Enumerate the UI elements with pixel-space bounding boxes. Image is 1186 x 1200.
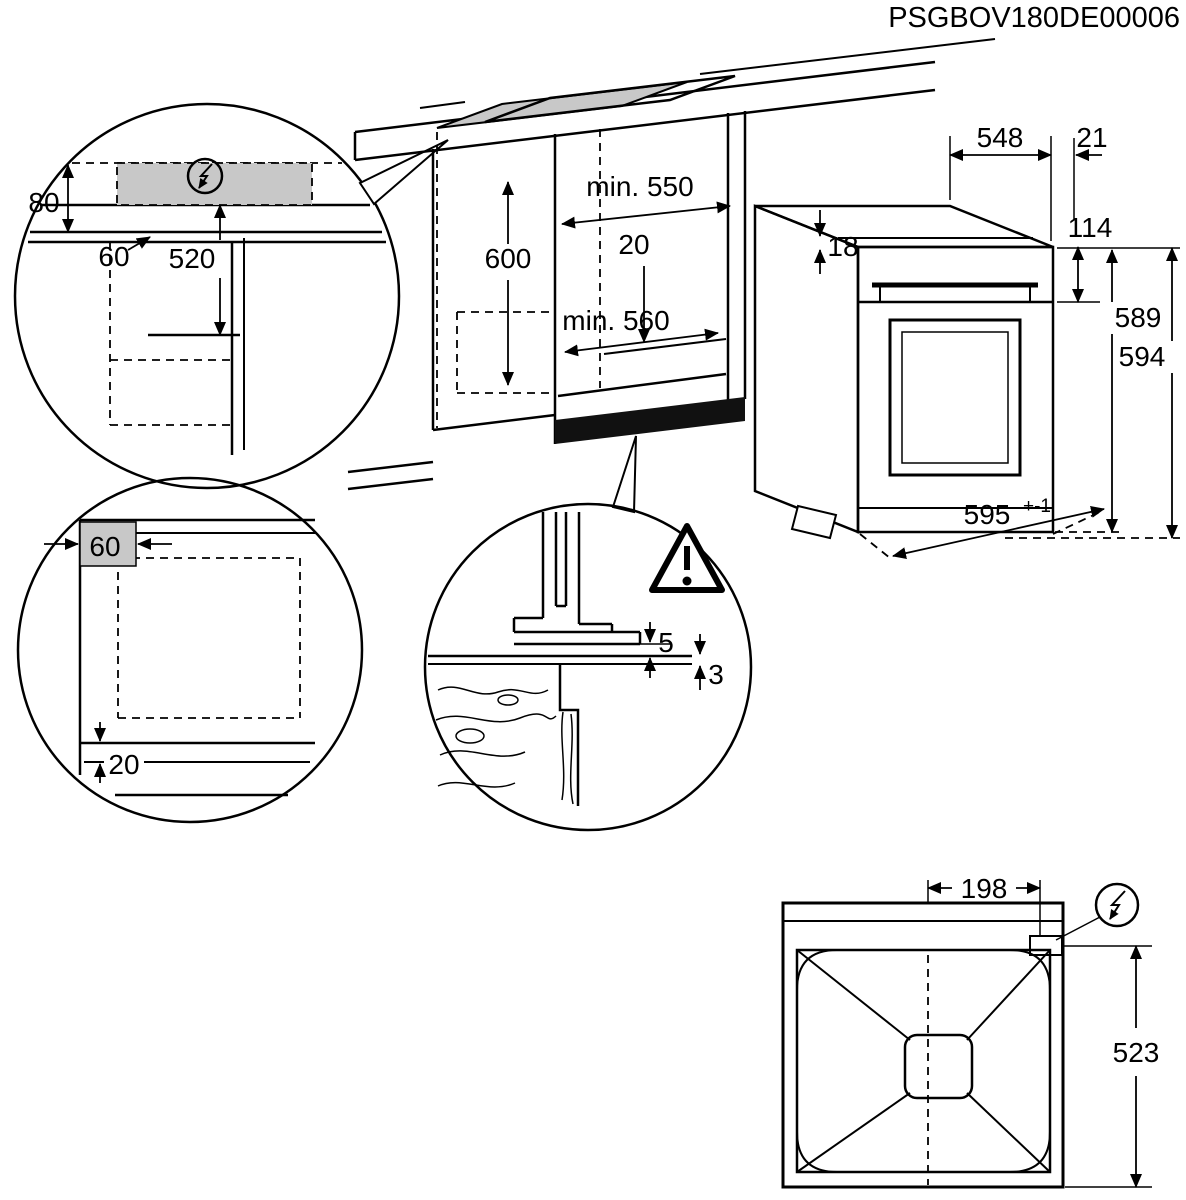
dim-595-tolerance-label: +-1 <box>1023 496 1051 517</box>
detail-circle <box>13 102 401 490</box>
high-voltage-icon <box>1094 882 1140 928</box>
dim-114-label: 114 <box>1068 212 1113 243</box>
dim-18-label: 18 <box>827 231 858 262</box>
dim-548-label: 548 <box>977 122 1024 153</box>
hob-cutout <box>437 82 687 128</box>
cabinet-isometric: min. 550 600 20 min. 560 <box>353 38 996 444</box>
hob-outline <box>484 74 736 124</box>
electrical-niche-zone <box>117 163 312 205</box>
document-code: PSGBOV180DE00006 <box>888 2 1180 34</box>
corner-plan-detail: 60 20 <box>16 476 364 824</box>
dim-3-label: 3 <box>708 659 724 690</box>
rear-center-plate <box>903 1033 974 1100</box>
dim-594-label: 594 <box>1119 341 1166 372</box>
dim-rear-gap-label: 20 <box>618 229 649 260</box>
dim-589-label: 589 <box>1115 302 1162 333</box>
detail-pointer-wedge <box>358 139 449 206</box>
front-gap-detail: 5 3 <box>423 502 753 832</box>
dim-min-width-label: min. 560 <box>562 305 669 336</box>
oven-foot <box>790 504 838 540</box>
oven-front-face <box>856 245 1055 534</box>
oven-top-face <box>754 204 1054 249</box>
oven-view: 548 21 18 114 589 594 595 +-1 <box>753 122 1180 560</box>
oven-door-window <box>888 318 1022 477</box>
rear-view: 198 523 <box>781 873 1160 1189</box>
dim-60-label: 60 <box>98 241 129 272</box>
electrical-niche-detail: 80 60 520 <box>13 102 434 491</box>
dim-520-label: 520 <box>169 243 216 274</box>
dim-min-depth-label: min. 550 <box>586 171 693 202</box>
rear-panel <box>795 948 1052 1174</box>
dim-523-label: 523 <box>1113 1037 1160 1068</box>
dim-80-label: 80 <box>28 187 59 218</box>
high-voltage-icon <box>186 157 224 195</box>
dim-595-label: 595 <box>964 499 1011 530</box>
oven-rear-outline <box>781 901 1065 1189</box>
detail-circle <box>423 502 753 832</box>
dim-21-label: 21 <box>1076 122 1107 153</box>
dim-198-label: 198 <box>961 873 1008 904</box>
side-clearance-zone <box>80 522 136 566</box>
wood-grain <box>437 686 549 695</box>
dim-5-label: 5 <box>658 627 674 658</box>
dim-20-label: 20 <box>108 749 139 780</box>
gap-pointer-wedge <box>611 435 637 514</box>
dim-height-label: 600 <box>485 243 532 274</box>
connection-box <box>1029 935 1063 956</box>
vent-strip <box>555 397 745 444</box>
detail-circle <box>16 476 364 824</box>
dim-60-label: 60 <box>89 531 120 562</box>
warning-icon <box>649 523 725 593</box>
oven-door-window-inner <box>901 331 1009 464</box>
